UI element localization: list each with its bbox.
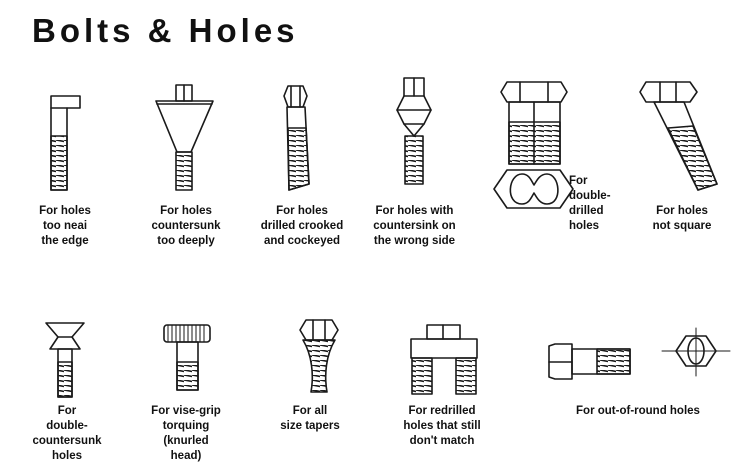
caption-knurled: For vise-grip torquing (knurled head): [151, 405, 221, 462]
caption-edge: For holes too neai the edge: [39, 205, 91, 247]
page-title: Bolts & Holes: [32, 12, 299, 49]
caption-out-of-round: For out-of-round holes: [576, 405, 700, 417]
caption-wrong-side: For holes with countersink on the wrong …: [373, 205, 456, 247]
caption-double-countersunk: For double- countersunk holes: [32, 405, 102, 462]
caption-crooked: For holes drilled crooked and cockeyed: [260, 205, 344, 247]
deep-countersunk-bolt-icon: [155, 84, 214, 191]
slanted-bolt-icon: [639, 81, 718, 191]
crooked-bolt-icon: [283, 85, 310, 191]
double-countersunk-bolt-icon: [45, 322, 85, 398]
double-drilled-bolt-icon: [493, 81, 574, 209]
caption-redrilled: For redrilled holes that still don't mat…: [403, 405, 481, 447]
caption-not-square: For holes not square: [652, 205, 712, 232]
split-shank-bolt-icon: [410, 324, 478, 395]
knurled-head-bolt-icon: [163, 324, 211, 391]
out-of-round-bolt-icon: [548, 327, 731, 380]
caption-tapers: For all size tapers: [280, 405, 340, 432]
tapered-bolt-icon: [299, 319, 339, 393]
caption-double-drilled: For double- drilled holes: [569, 175, 611, 232]
caption-deep-countersunk: For holes countersunk too deeply: [151, 205, 221, 247]
wrong-side-countersink-bolt-icon: [396, 77, 432, 185]
edge-bolt-icon: [50, 95, 81, 191]
